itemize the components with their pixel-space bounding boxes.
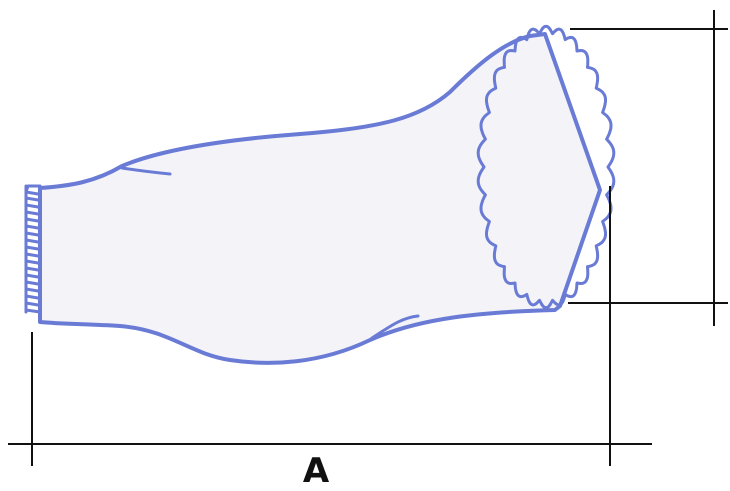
upper-crease [120, 166, 172, 176]
cuff-opening [476, 24, 616, 310]
sock-body [38, 32, 602, 365]
toe-ribbing [24, 184, 42, 314]
dimension-label-a: A [302, 451, 330, 491]
lower-crease [370, 314, 420, 340]
